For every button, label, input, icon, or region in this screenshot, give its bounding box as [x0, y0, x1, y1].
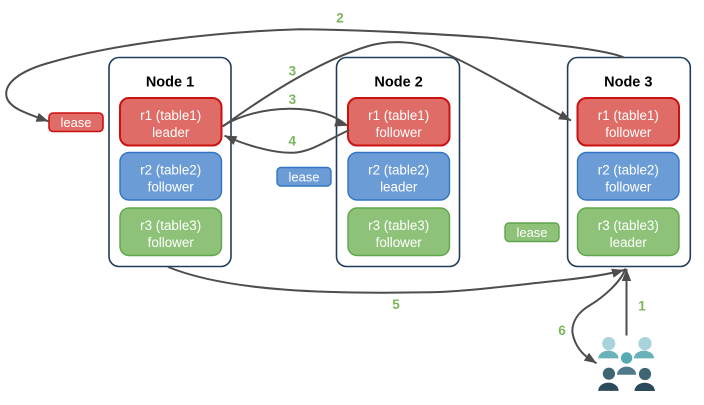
svg-text:r3 (table3): r3 (table3) [598, 218, 659, 233]
svg-text:1: 1 [638, 298, 646, 313]
svg-text:follower: follower [376, 125, 423, 140]
svg-text:Node 2: Node 2 [374, 74, 422, 90]
svg-text:3: 3 [289, 92, 297, 107]
svg-text:r2 (table2): r2 (table2) [368, 163, 429, 178]
svg-text:5: 5 [392, 297, 400, 312]
svg-text:4: 4 [288, 133, 296, 148]
svg-text:r2 (table2): r2 (table2) [140, 163, 201, 178]
svg-text:leader: leader [152, 125, 190, 140]
svg-text:lease: lease [288, 169, 319, 184]
svg-text:r1 (table1): r1 (table1) [368, 108, 429, 123]
svg-text:r2 (table2): r2 (table2) [598, 163, 659, 178]
svg-text:r1 (table1): r1 (table1) [598, 108, 659, 123]
svg-text:leader: leader [610, 235, 648, 250]
svg-text:follower: follower [148, 235, 195, 250]
svg-text:follower: follower [148, 180, 195, 195]
svg-text:follower: follower [605, 125, 652, 140]
svg-text:Node 1: Node 1 [146, 74, 194, 90]
svg-text:leader: leader [380, 180, 418, 195]
svg-text:follower: follower [605, 180, 652, 195]
svg-text:6: 6 [558, 323, 566, 338]
svg-text:2: 2 [336, 10, 344, 25]
svg-text:r3 (table3): r3 (table3) [140, 218, 201, 233]
svg-text:Node 3: Node 3 [604, 74, 652, 90]
svg-text:r3 (table3): r3 (table3) [368, 218, 429, 233]
svg-text:follower: follower [376, 235, 423, 250]
svg-text:3: 3 [289, 64, 297, 79]
svg-text:lease: lease [60, 115, 91, 130]
svg-text:lease: lease [516, 225, 547, 240]
svg-text:r1 (table1): r1 (table1) [140, 108, 201, 123]
